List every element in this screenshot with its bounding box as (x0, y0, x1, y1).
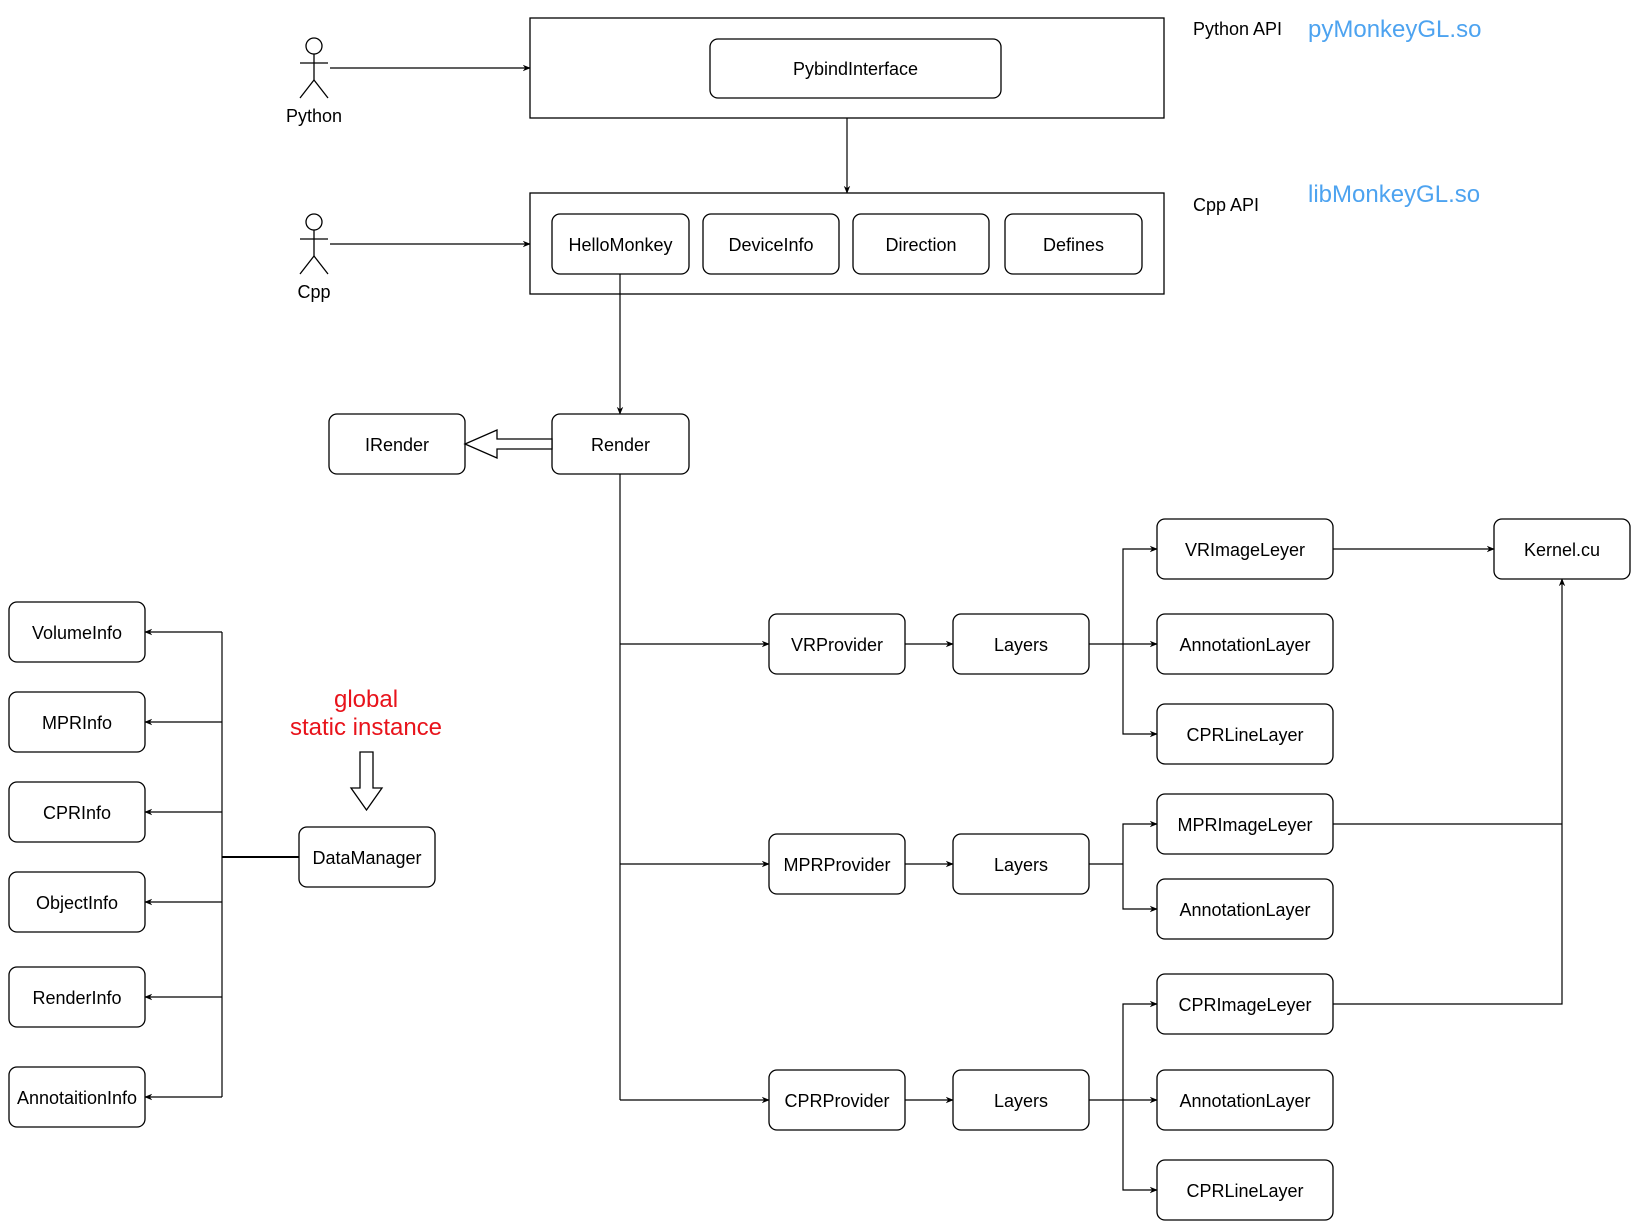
cprimage-layer-label: CPRImageLeyer (1178, 995, 1311, 1015)
inheritance-arrow (463, 429, 553, 459)
direction-box[interactable] (852, 213, 990, 275)
cpp-library-label: libMonkeyGL.so (1308, 181, 1480, 208)
cpr-layers-label: Layers (994, 1091, 1048, 1111)
python-library-label: pyMonkeyGL.so (1308, 16, 1481, 43)
global-note-line1: global (334, 686, 398, 713)
pybind-interface-label: PybindInterface (793, 59, 918, 79)
cpr-annotation-layer-box[interactable] (1156, 1069, 1334, 1131)
cprprovider-label: CPRProvider (784, 1091, 889, 1111)
python-actor-label: Python (286, 106, 342, 126)
annotaitioninfo-box[interactable] (8, 1066, 146, 1128)
vr-cprline-layer-box[interactable] (1156, 703, 1334, 765)
renderinfo-label: RenderInfo (32, 988, 121, 1008)
cprimage-to-kernel-arrow (1333, 578, 1566, 1005)
renderinfo-box[interactable] (8, 966, 146, 1028)
cpp-actor-icon (299, 213, 329, 275)
vr-layers-to-image-arrow (1122, 545, 1158, 644)
down-arrow-icon (349, 751, 384, 812)
python-actor-icon (299, 37, 329, 99)
objectinfo-label: ObjectInfo (36, 893, 118, 913)
objectinfo-box[interactable] (8, 871, 146, 933)
pybind-interface-box[interactable] (709, 38, 1002, 99)
vr-layers-to-cprline-arrow (1122, 644, 1158, 738)
hellomonkey-label: HelloMonkey (568, 235, 672, 255)
cpr-annotation-layer-label: AnnotationLayer (1179, 1091, 1310, 1111)
mpr-layers-to-image-arrow (1122, 820, 1158, 864)
volumeinfo-box[interactable] (8, 601, 146, 663)
vr-annotation-layer-label: AnnotationLayer (1179, 635, 1310, 655)
datamanager-label: DataManager (312, 848, 421, 868)
kernel-label: Kernel.cu (1524, 540, 1600, 560)
python-api-label: Python API (1193, 19, 1282, 39)
irender-label: IRender (365, 435, 429, 455)
cpp-api-label: Cpp API (1193, 195, 1259, 215)
deviceinfo-box[interactable] (702, 213, 840, 275)
vrimage-layer-label: VRImageLeyer (1185, 540, 1305, 560)
annotaitioninfo-label: AnnotaitionInfo (17, 1088, 137, 1108)
volumeinfo-label: VolumeInfo (32, 623, 122, 643)
mpr-annotation-layer-box[interactable] (1156, 878, 1334, 940)
mprimage-layer-label: MPRImageLeyer (1177, 815, 1312, 835)
direction-label: Direction (885, 235, 956, 255)
render-label: Render (591, 435, 650, 455)
mpr-annotation-layer-label: AnnotationLayer (1179, 900, 1310, 920)
vr-annotation-layer-box[interactable] (1156, 613, 1334, 675)
cpr-cprline-layer-label: CPRLineLayer (1186, 1181, 1303, 1201)
cprinfo-label: CPRInfo (43, 803, 111, 823)
vrprovider-label: VRProvider (791, 635, 883, 655)
mprinfo-box[interactable] (8, 691, 146, 753)
defines-label: Defines (1043, 235, 1104, 255)
deviceinfo-label: DeviceInfo (728, 235, 813, 255)
mpr-layers-label: Layers (994, 855, 1048, 875)
vr-cprline-layer-label: CPRLineLayer (1186, 725, 1303, 745)
cpr-layers-to-image-arrow (1122, 1000, 1158, 1100)
defines-box[interactable] (1004, 213, 1143, 275)
global-note-line2: static instance (290, 714, 442, 741)
cpr-layers-to-cprline-arrow (1122, 1100, 1158, 1194)
cprinfo-box[interactable] (8, 781, 146, 843)
mprprovider-label: MPRProvider (783, 855, 890, 875)
vr-layers-label: Layers (994, 635, 1048, 655)
cpp-actor-label: Cpp (297, 282, 330, 302)
cpr-cprline-layer-box[interactable] (1156, 1159, 1334, 1221)
mprinfo-label: MPRInfo (42, 713, 112, 733)
mpr-layers-to-annotation-arrow (1122, 864, 1158, 913)
